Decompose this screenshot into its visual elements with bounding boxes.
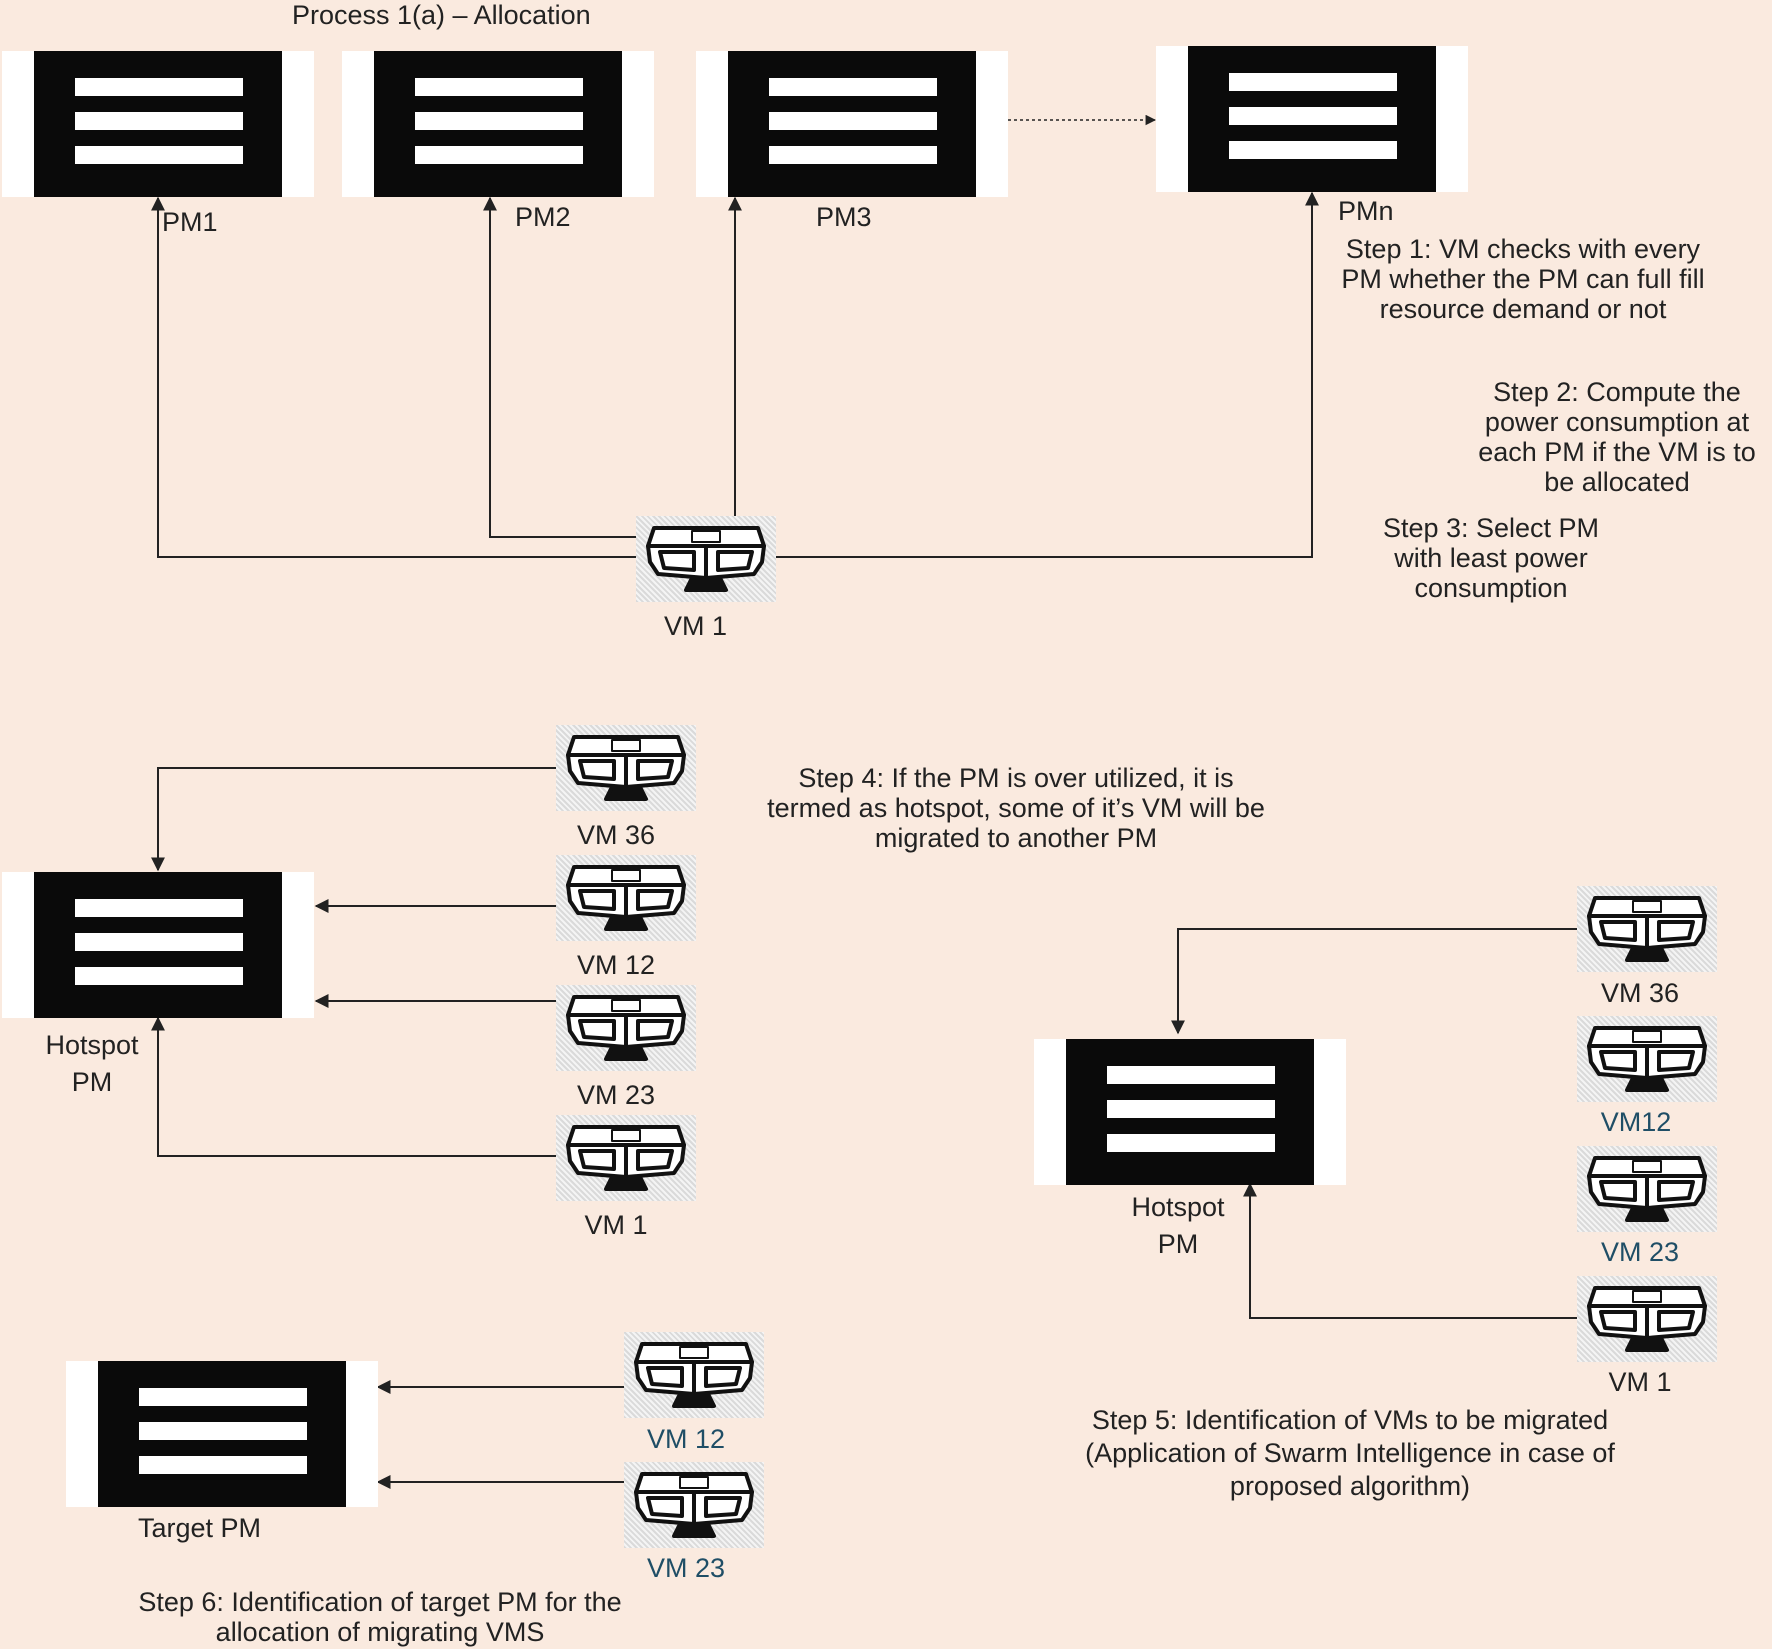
wire-vm1-pmn <box>775 191 1319 558</box>
vm-1-right-label: VM 1 <box>1608 1367 1672 1397</box>
wire-vm1-pm1 <box>151 196 640 558</box>
hotspot-pm-right-server-icon <box>1034 1039 1346 1185</box>
vm-23-left-label: VM 23 <box>576 1080 656 1110</box>
vm-23-left-icon <box>556 985 696 1071</box>
step-1-text: Step 1: VM checks with every PM whether … <box>1341 234 1705 324</box>
vm-12-left-label: VM 12 <box>576 950 656 980</box>
target-pm-server-icon <box>66 1361 378 1507</box>
hotspot-pm-left-label: Hotspot PM <box>45 1030 139 1097</box>
vm-23-target-icon <box>624 1462 764 1548</box>
pm3-server-icon <box>696 51 1008 197</box>
vm-23-target-label: VM 23 <box>646 1553 726 1583</box>
vm-1-left-label: VM 1 <box>584 1210 648 1240</box>
vm-36-left-icon <box>556 725 696 811</box>
vm-12-right-label: VM12 <box>1600 1107 1672 1137</box>
vm-1-icon <box>636 516 776 602</box>
pm1-server-icon <box>2 51 314 197</box>
vm-12-target-label: VM 12 <box>646 1424 726 1454</box>
step-6-text: Step 6: Identification of target PM for … <box>138 1587 622 1647</box>
vm-36-right-label: VM 36 <box>1600 978 1680 1008</box>
step-3-text: Step 3: Select PM with least power consu… <box>1382 513 1600 603</box>
diagram-title: Process 1(a) – Allocation <box>292 0 591 30</box>
vm-36-left-label: VM 36 <box>576 820 656 850</box>
step-4-main: Step 4: If the PM is over utilized, it i… <box>767 763 1265 853</box>
vm-23-right-label: VM 23 <box>1600 1237 1680 1267</box>
vm-1-right-icon <box>1577 1276 1717 1362</box>
pm2-server-icon <box>342 51 654 197</box>
hotspot-pm-right-label: Hotspot PM <box>1131 1192 1225 1259</box>
hotspot-pm-left-server-icon <box>2 872 314 1018</box>
wire-vm36-hotspot-right <box>1171 928 1579 1035</box>
vm-1-label: VM 1 <box>664 611 728 641</box>
vm-12-left-icon <box>556 855 696 941</box>
pm3-label: PM3 <box>816 202 872 232</box>
vm-36-right-icon <box>1577 886 1717 972</box>
vm-12-target-icon <box>624 1332 764 1418</box>
step-2-text: Step 2: Compute the power consumption at… <box>1478 377 1756 497</box>
pmn-server-icon <box>1156 46 1468 192</box>
pm1-label: PM1 <box>162 207 218 237</box>
wire-vm1-hotspot-left <box>151 1016 558 1157</box>
pm2-label: PM2 <box>515 202 571 232</box>
wire-vm36-hotspot-left <box>151 767 558 872</box>
vm-1-left-icon <box>556 1115 696 1201</box>
vm-23-right-icon <box>1577 1146 1717 1232</box>
vm-12-right-icon <box>1577 1016 1717 1102</box>
wire-vm1-pm2 <box>483 196 640 538</box>
pmn-label: PMn <box>1338 196 1394 226</box>
step-5-text: Step 5: Identification of VMs to be migr… <box>1085 1405 1615 1501</box>
target-pm-label: Target PM <box>138 1513 262 1543</box>
wire-vm1-hotspot-right <box>1243 1182 1579 1319</box>
step-4-text: Step 4: If the PM is over utilized, it i… <box>766 763 1266 853</box>
